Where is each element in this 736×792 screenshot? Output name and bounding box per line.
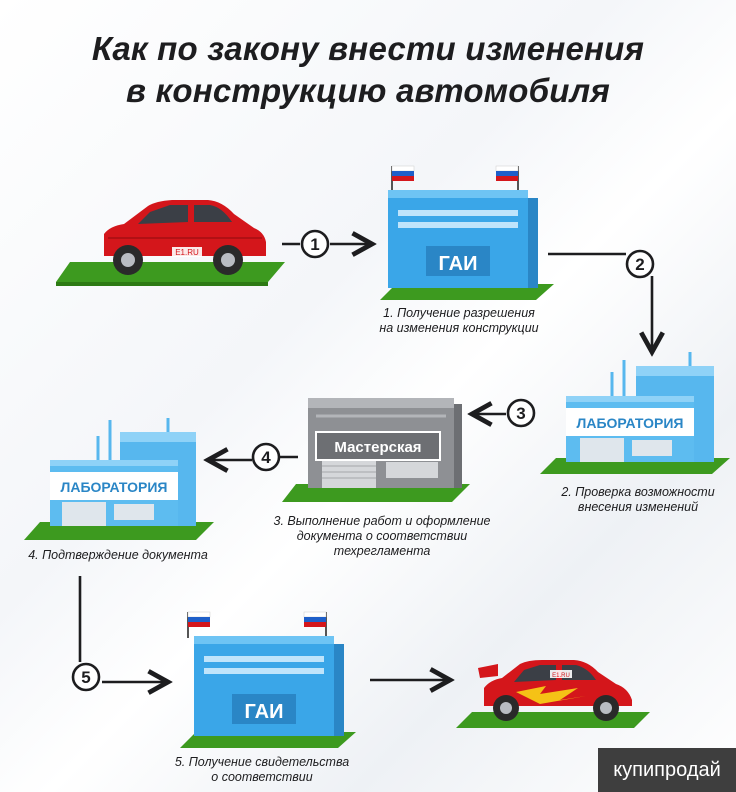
svg-text:3: 3 — [516, 404, 525, 423]
page-title: Как по закону внести изменения в констру… — [0, 28, 736, 112]
gai-sign-top: ГАИ — [439, 253, 478, 275]
step-circle-2: 2 — [625, 249, 655, 279]
watermark-logo: купипродай — [598, 748, 736, 792]
car-start-plate: E1.RU — [175, 248, 199, 257]
title-line-2: в конструкцию автомобиля — [125, 72, 610, 109]
lab-building-left: ЛАБОРАТОРИЯ — [24, 418, 214, 540]
gai-building-bottom: ГАИ — [180, 611, 356, 748]
lab-building-right: ЛАБОРАТОРИЯ — [540, 352, 730, 474]
title-line-1: Как по закону внести изменения — [91, 30, 645, 67]
step-circle-1: 1 — [300, 229, 330, 259]
step-markers: 1 2 3 4 5 — [71, 229, 655, 692]
workshop-sign: Мастерская — [334, 439, 421, 456]
svg-text:1: 1 — [310, 235, 319, 254]
step-circle-4: 4 — [251, 442, 281, 472]
step-circle-5: 5 — [71, 662, 101, 692]
step-circle-3: 3 — [506, 398, 536, 428]
flow-arrows — [78, 244, 652, 682]
gai-sign-bottom: ГАИ — [245, 701, 284, 723]
gai-building-top: ГАИ — [380, 165, 554, 300]
svg-text:5: 5 — [81, 668, 90, 687]
car-tuned-plate: E1.RU — [552, 673, 570, 679]
svg-text:4: 4 — [261, 448, 271, 467]
car-tuned-illustration: E1.RU — [456, 660, 650, 728]
lab-sign-left: ЛАБОРАТОРИЯ — [61, 479, 168, 495]
svg-text:2: 2 — [635, 255, 644, 274]
car-start-illustration: E1.RU — [56, 200, 285, 286]
lab-sign-right: ЛАБОРАТОРИЯ — [577, 415, 684, 431]
caption-step-4: 4. Подтверждение документа — [28, 548, 208, 562]
workshop-building: Мастерская — [282, 398, 470, 502]
